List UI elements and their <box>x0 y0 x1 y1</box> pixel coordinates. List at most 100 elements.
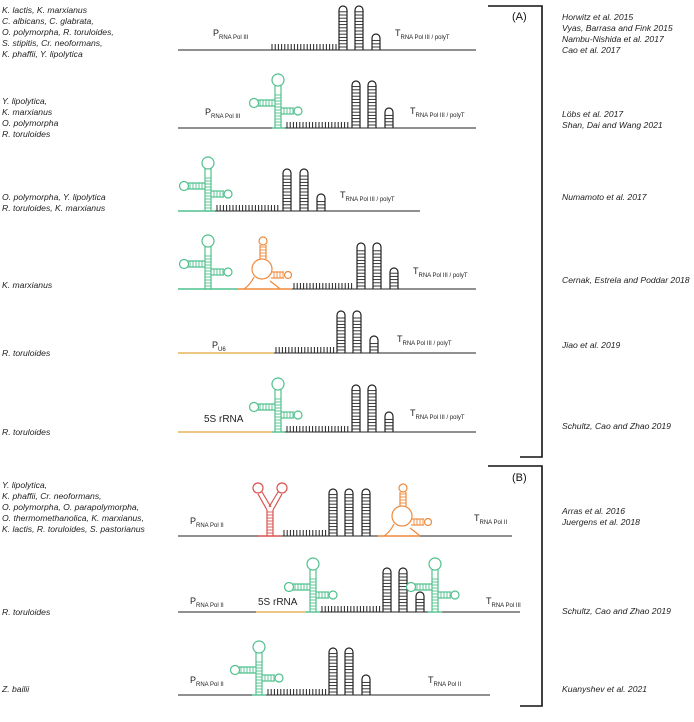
reference-label: Schultz, Cao and Zhao 2019 <box>562 606 671 616</box>
organism-list: K. lactis, K. marxianus C. albicans, C. … <box>2 5 114 59</box>
scaffold-loop <box>271 377 285 391</box>
panel-a-bracket <box>488 5 543 458</box>
terminator-hairpins <box>361 488 371 536</box>
terminator-hairpins <box>352 310 362 353</box>
reference-label: Kuanyshev et al. 2021 <box>562 684 647 694</box>
scaffold-loop <box>248 97 260 109</box>
reference-label: Shan, Dai and Wang 2021 <box>562 120 663 130</box>
terminator-hairpins <box>384 411 394 432</box>
terminator-label: TRNA Pol III <box>486 596 521 609</box>
reference-label: Schultz, Cao and Zhao 2019 <box>562 421 671 431</box>
ribozyme-strand <box>383 523 395 537</box>
organism-label: Y. lipolytica, <box>2 480 47 490</box>
hdv-ribozyme <box>243 236 293 290</box>
hairpin-stem <box>361 488 371 536</box>
construct-row-7: Y. lipolytica, K. phaffii, Cr. neoforman… <box>2 480 640 537</box>
spacer-ticks <box>293 283 353 289</box>
terminator-hairpins <box>372 242 382 289</box>
terminator-hairpins <box>367 80 377 128</box>
promoter-label: PRNA Pol III <box>213 28 249 41</box>
hairpin-stem <box>367 80 377 128</box>
terminator-hairpins <box>351 80 361 128</box>
construct-row-5: R. toruloides Jiao et al. 2019 PU6 TRNA … <box>2 310 621 358</box>
terminator-label: TRNA Pol III / polyT <box>413 266 468 279</box>
hairpin-stem <box>382 567 392 612</box>
reference-label: Nambu-Nishida et al. 2017 <box>562 34 665 44</box>
organism-label: O. thermomethanolica, K. marxianus, <box>2 513 144 523</box>
construct-row-4: K. marxianus Cernak, Estrela and Poddar … <box>2 234 690 290</box>
hairpin-stem <box>367 384 377 432</box>
promoter-label: PRNA Pol II <box>190 516 224 529</box>
hairpin-stem <box>282 168 292 211</box>
organism-label: R. toruloides <box>2 348 51 358</box>
promoter-label: PU6 <box>212 340 226 353</box>
grna-scaffold <box>283 557 338 612</box>
organism-list: O. polymorpha, Y. lipolytica R. toruloid… <box>2 192 106 213</box>
organism-label: K. lactis, R. toruloides, S. pastorianus <box>2 524 146 534</box>
organism-label: K. phaffii, Y. lipolytica <box>2 49 83 59</box>
ribozyme-strand <box>243 276 255 290</box>
organism-label: R. toruloides <box>2 427 51 437</box>
reference-list: Schultz, Cao and Zhao 2019 <box>562 421 671 431</box>
ribozyme-arm <box>261 491 272 508</box>
hairpin-stem <box>415 591 425 612</box>
reference-label: Jiao et al. 2019 <box>561 340 621 350</box>
ribozyme-loop <box>252 482 264 494</box>
spacer-ticks <box>271 44 337 50</box>
spacer-ticks <box>216 205 279 211</box>
hairpin-stem <box>389 267 399 289</box>
terminator-label: TRNA Pol II <box>428 675 462 688</box>
element-label: 5S rRNA <box>258 597 298 608</box>
construct-row-2: Y. lipolytica, K. marxianus O. polymorph… <box>2 73 663 139</box>
hairpin-stem <box>384 411 394 432</box>
terminator-hairpins <box>338 5 348 50</box>
spacer-ticks <box>283 530 327 536</box>
scaffold-loop <box>450 590 460 600</box>
reference-list: Löbs et al. 2017 Shan, Dai and Wang 2021 <box>562 109 663 130</box>
terminator-hairpins <box>336 310 346 353</box>
grna-scaffold <box>248 73 303 128</box>
scaffold-loop <box>201 156 215 170</box>
hairpin-stem <box>316 193 326 211</box>
organism-label: K. lactis, K. marxianus <box>2 5 88 15</box>
reference-label: Horwitz et al. 2015 <box>562 12 633 22</box>
terminator-label: TRNA Pol III / polyT <box>410 408 465 421</box>
construct-row-3: O. polymorpha, Y. lipolytica R. toruloid… <box>2 156 648 213</box>
terminator-hairpins <box>415 591 425 612</box>
construct-row-8: R. toruloides Schultz, Cao and Zhao 2019… <box>2 557 671 617</box>
scaffold-loop <box>283 581 295 593</box>
reference-list: Numamoto et al. 2017 <box>562 192 648 202</box>
hairpin-stem <box>354 5 364 50</box>
organism-label: R. toruloides <box>2 607 51 617</box>
organism-list: R. toruloides <box>2 607 51 617</box>
hairpin-stem <box>344 647 354 695</box>
construct-row-1: K. lactis, K. marxianus C. albicans, C. … <box>2 5 673 59</box>
terminator-label: TRNA Pol III / polyT <box>340 190 395 203</box>
scaffold-loop <box>248 401 260 413</box>
scaffold-loop <box>328 590 338 600</box>
organism-label: S. stipitis, Cr. neoformans, <box>2 38 102 48</box>
organism-list: Y. lipolytica, K. phaffii, Cr. neoforman… <box>2 480 146 534</box>
terminator-hairpins <box>356 242 366 289</box>
scaffold-loop <box>274 673 284 683</box>
hairpin-stem <box>299 168 309 211</box>
promoter-label: PRNA Pol III <box>205 107 241 120</box>
ribozyme-loop <box>423 517 433 527</box>
reference-label: Juergens et al. 2018 <box>561 517 640 527</box>
scaffold-loop <box>201 234 215 248</box>
organism-label: R. toruloides, K. marxianus <box>2 203 106 213</box>
ribozyme-core <box>251 258 273 280</box>
terminator-hairpins <box>328 647 338 695</box>
organism-label: O. polymorpha <box>2 118 59 128</box>
reference-list: Jiao et al. 2019 <box>561 340 621 350</box>
terminator-hairpins <box>384 107 394 128</box>
grna-scaffold <box>178 156 233 211</box>
reference-label: Cernak, Estrela and Poddar 2018 <box>562 275 690 285</box>
ribozyme-core <box>391 505 413 527</box>
grna-scaffold <box>405 557 460 612</box>
scaffold-loop <box>428 557 442 571</box>
hairpin-stem <box>336 310 346 353</box>
ribozyme-arm <box>268 491 279 508</box>
grna-scaffold <box>178 234 233 289</box>
